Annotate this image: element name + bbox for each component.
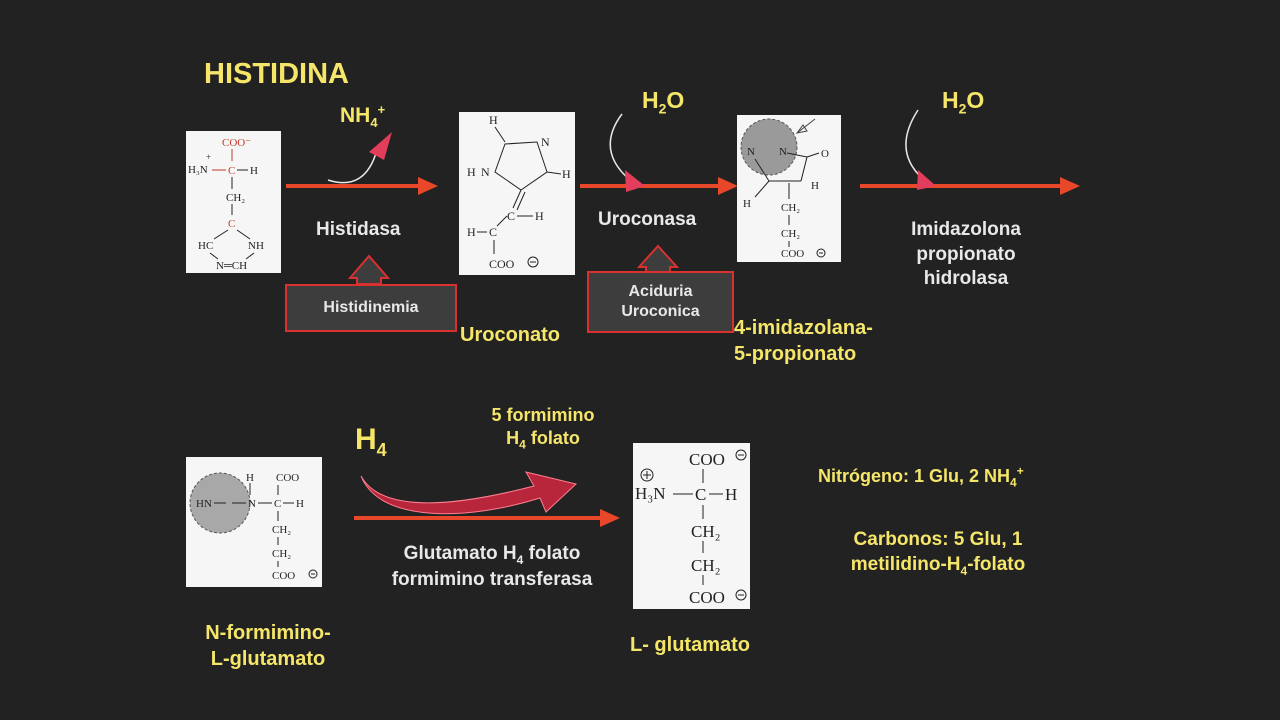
carbonos-label: Carbonos: 5 Glu, 1 metilidino-H4-folato [850,529,1026,578]
svg-text:H: H [743,198,751,210]
svg-text:H: H [467,165,476,179]
svg-text:H: H [811,180,819,192]
svg-text:CH₂: CH₂ [272,548,291,560]
svg-text:N: N [779,146,787,158]
histidasa-enzyme-label: Histidasa [316,219,401,240]
svg-text:O: O [821,148,829,160]
svg-text:COO: COO [272,570,295,582]
svg-text:N: N [481,165,490,179]
svg-text:N═CH: N═CH [216,260,247,272]
svg-text:CH₂: CH₂ [781,228,800,240]
svg-text:COO: COO [689,450,725,469]
svg-text:H₃N: H₃N [635,484,665,503]
h2o-input-arrow-2 [905,109,936,190]
svg-text:COO⁻: COO⁻ [222,137,251,149]
svg-text:H: H [562,167,571,181]
svg-text:C: C [228,165,235,177]
n-formimino-glutamato-label: N-formimino- L-glutamato [205,622,331,670]
histidinemia-block-arrow [347,254,391,285]
folate-transfer-arrow [360,471,578,515]
svg-text:H: H [296,498,304,510]
reaction-arrow-1 [286,177,438,195]
svg-text:C: C [274,498,281,510]
uroconasa-enzyme-label: Uroconasa [598,209,697,230]
svg-text:C: C [489,225,497,239]
reaction-arrow-2 [580,177,738,195]
svg-text:H: H [467,225,476,239]
l-glutamato-label: L- glutamato [630,634,750,656]
svg-text:H: H [489,113,498,127]
uroconato-label: Uroconato [460,324,560,346]
reaction-arrow-4 [354,509,620,527]
h2o-label-2: H2O [942,87,985,117]
svg-text:COO: COO [276,472,299,484]
svg-text:CH₂: CH₂ [226,192,245,204]
svg-text:COO: COO [781,248,804,260]
formimino-folato-label: 5 formimino H4 folato [491,405,595,452]
h2o-input-arrow-1 [609,113,645,192]
svg-text:HN: HN [196,498,212,510]
imidazolona-propionato-label: 4-imidazolana- 5-propionato [734,317,873,365]
l-glutamate-structure: COO H₃N C H CH₂ CH₂ COO [633,443,750,609]
svg-text:H: H [725,485,737,504]
svg-text:N: N [248,498,256,510]
svg-text:CH₂: CH₂ [272,524,291,536]
imidazolona-hydrolase-label: Imidazolona propionato hidrolasa [911,219,1021,290]
svg-text:NH: NH [248,240,264,252]
svg-text:COO: COO [689,588,725,607]
svg-text:N: N [747,146,755,158]
svg-text:N: N [541,135,550,149]
nh4-release-arrow [327,132,392,184]
aciduria-block-arrow [636,244,680,273]
reaction-arrow-3 [860,177,1080,195]
uroconate-structure: H N H N H C H H C COO [459,112,575,275]
svg-text:C: C [695,485,706,504]
svg-text:H: H [535,209,544,223]
svg-text:HC: HC [198,240,213,252]
histidine-structure: COO⁻ H₃N + C H CH₂ C HC NH N═CH [186,131,281,273]
h4-label: H4 [355,423,387,460]
svg-text:COO: COO [489,257,515,271]
svg-text:H: H [250,165,258,177]
imidazolone-propionate-structure: N N O H H CH₂ CH₂ COO [737,115,841,262]
svg-text:H₃N: H₃N [188,164,208,176]
svg-text:H: H [246,472,254,484]
nh4-label: NH4+ [340,102,386,131]
h2o-label-1: H2O [642,87,685,117]
svg-text:+: + [206,152,211,162]
svg-text:CH₂: CH₂ [691,556,721,575]
histidinemia-box: Histidinemia [285,284,457,332]
n-formimino-glutamate-structure: H N HN C H COO CH₂ CH₂ COO [186,457,322,587]
svg-text:CH₂: CH₂ [691,522,721,541]
svg-text:CH₂: CH₂ [781,202,800,214]
glutamato-formimino-transferasa-label: Glutamato H4 folato formimino transferas… [391,543,593,591]
nitrogeno-label: Nitrógeno: 1 Glu, 2 NH4+ [818,464,1024,490]
svg-text:C: C [228,218,235,230]
page-title: HISTIDINA [204,58,349,90]
svg-text:C: C [507,209,515,223]
